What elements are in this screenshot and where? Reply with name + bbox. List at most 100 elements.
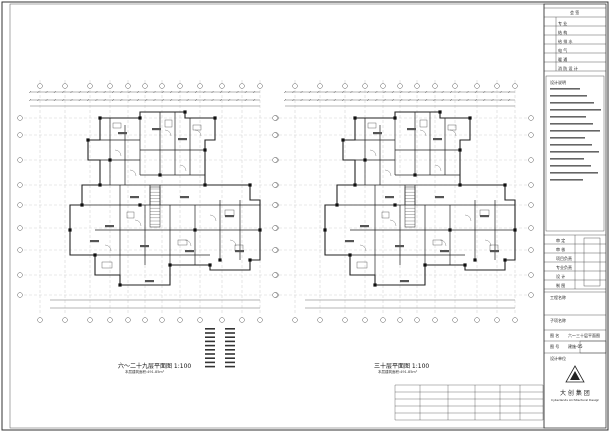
right-axis-bubble-top-3 [362,83,368,89]
left-axis-bubble-left-8 [17,292,23,298]
left-door-swing-0 [114,149,122,157]
tb-signoff-1: 结 构 [558,30,568,35]
right-axis-bubble-top-8 [452,83,458,89]
right-tick-b-15 [408,98,411,102]
left-axis-bubble-top-3 [107,83,113,89]
right-column-0 [353,116,357,120]
right-column-4 [458,148,462,152]
right-fixture-2 [447,124,457,131]
left-column-6 [248,183,252,187]
left-door-swing-1 [129,169,137,177]
left-column-1 [138,116,142,120]
left-plan-title: 六～二十九层平面图 1:100 [118,363,192,370]
left-tick-b-8 [95,98,98,102]
left-axis-bubble-left-7 [17,272,23,278]
right-tick-b-27 [507,98,511,102]
tb-note-line-13 [550,179,583,181]
left-building-outline [69,111,261,286]
left-elev-tag-b-1 [225,332,235,334]
right-axis-bubble-right-2 [528,157,534,163]
left-tick-a-10 [111,90,115,94]
tb-company-label: 设计单位 [550,356,566,361]
right-axis-bubble-right-7 [528,272,534,278]
right-axis-bubble-left-3 [272,182,278,188]
right-room-tag-8 [440,250,449,253]
right-tick-b-19 [441,98,444,102]
tb-signoff-2: 给 排 水 [558,39,573,44]
tb-note-line-10 [550,158,584,160]
left-tick-b-15 [153,98,156,102]
right-axis-bubble-top-11 [512,83,518,89]
revision-table [394,384,544,421]
left-tick-b-7 [86,98,90,102]
left-door-swing-8 [164,129,172,137]
left-axis-bubble-top-0 [37,83,43,89]
left-fixture-6 [177,239,188,246]
right-axis-bubble-top-0 [292,83,298,89]
left-axis-bubble-left-2 [17,157,23,163]
left-axis-bubble-top-5 [142,83,148,89]
left-room-tag-4 [180,196,189,199]
left-tick-a-23 [219,90,223,94]
tb-note-line-12 [550,172,598,174]
left-plan-area: 本层建筑面积:491.85m² [125,370,165,374]
tb-header: 会 签 [570,10,580,15]
left-door-swing-6 [104,244,112,252]
right-tick-a-11 [375,90,378,94]
left-tick-b-6 [78,98,81,102]
left-tick-b-1 [37,98,40,102]
right-column-19 [393,203,397,207]
right-tick-a-20 [449,90,453,94]
right-tick-a-24 [483,90,486,94]
left-tick-a-16 [161,90,164,94]
tb-project-row-4: 设 计 [556,274,566,279]
left-axis-bubble-bot-2 [87,317,93,323]
right-column-14 [335,203,339,207]
right-tick-a-5 [325,90,328,94]
tb-note-line-1 [550,95,587,97]
left-door-swing-7 [209,214,217,222]
tb-note-line-11 [550,165,591,167]
right-fixture-6 [432,239,443,246]
company-logo-icon [565,365,585,383]
left-elev-tag-a-8 [205,361,215,364]
left-tick-a-18 [178,90,181,94]
left-elev-tag-b-3 [225,340,235,343]
right-column-7 [513,228,517,232]
left-door-swing-5 [229,239,237,247]
right-tick-b-24 [483,98,486,102]
left-room-tag-8 [185,250,194,253]
left-tick-b-9 [103,98,106,102]
left-axis-bubble-bot-10 [239,317,245,323]
left-tick-a-26 [244,90,247,94]
left-elev-tag-a-0 [205,328,215,330]
right-tick-b-26 [499,98,502,102]
right-tick-a-14 [400,90,403,94]
left-tick-b-24 [228,98,231,102]
right-tick-b-25 [491,98,494,102]
left-door-swing-2 [179,164,187,172]
left-tick-a-24 [228,90,231,94]
right-door-swing-7 [464,214,472,222]
left-column-7 [258,228,262,232]
left-elev-tag-a-2 [205,336,215,338]
left-axis-bubble-bot-3 [107,317,113,323]
right-axis-bubble-bot-11 [512,317,518,323]
left-tick-b-12 [128,98,131,102]
left-elev-tag-a-3 [205,340,215,343]
right-axis-bubble-left-1 [272,132,278,138]
left-column-2 [183,110,187,114]
right-axis-bubble-top-2 [342,83,348,89]
right-tick-b-20 [449,98,453,102]
left-column-3 [213,116,217,120]
left-tick-a-15 [153,90,156,94]
left-tick-a-5 [70,90,73,94]
right-axis-bubble-top-5 [397,83,403,89]
right-tick-a-0 [283,90,287,94]
left-tick-a-11 [120,90,123,94]
right-tick-a-19 [441,90,444,94]
right-axis-bubble-right-8 [528,292,534,298]
tb-item-label: 子项名称 [550,318,566,323]
right-column-13 [323,228,327,232]
right-plan-title: 三十层平面图 1:100 [374,363,430,370]
